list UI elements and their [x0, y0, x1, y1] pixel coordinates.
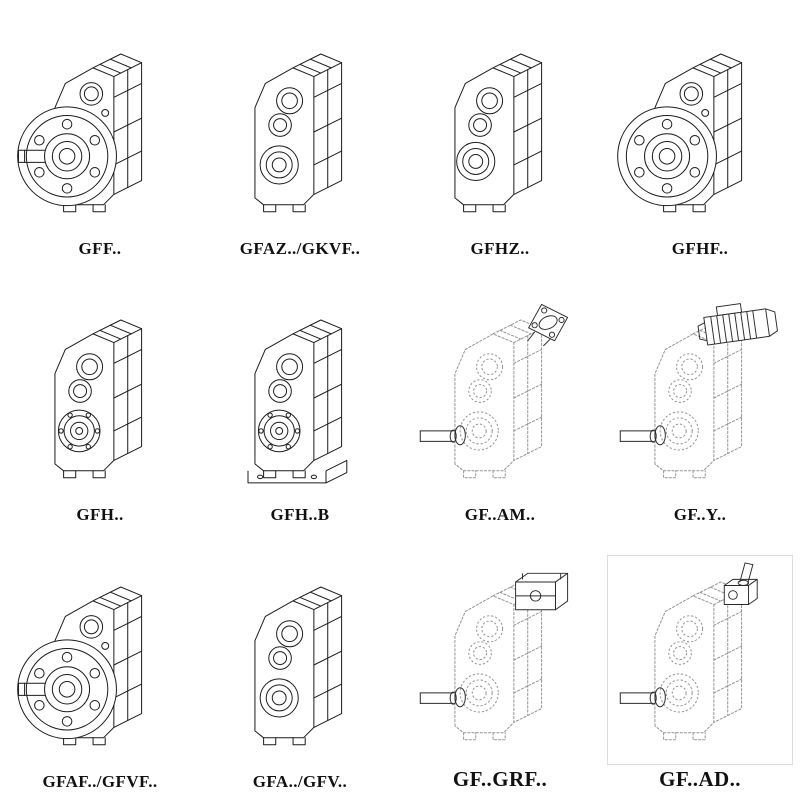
- catalog-cell: GFF..: [0, 0, 200, 267]
- input-bores-phantom: [468, 615, 504, 665]
- output-shaft: [619, 687, 666, 708]
- drawing-wrap: [208, 561, 392, 769]
- model-label: GFH..: [76, 505, 124, 525]
- model-label: GF..GRF..: [452, 766, 548, 791]
- output-flange: [17, 106, 117, 206]
- drawing-wrap: [208, 28, 392, 236]
- gearbox-hollow-shaft-drawing: [454, 53, 543, 212]
- drawing-wrap: [608, 294, 792, 502]
- output-bearing: [57, 409, 101, 453]
- gearbox-housing: [54, 319, 143, 479]
- output-shaft: [419, 425, 466, 446]
- input-bores: [268, 353, 304, 404]
- electric-motor: [695, 298, 779, 347]
- catalog-cell: GFAF../GFVF..: [0, 533, 200, 800]
- gearbox-output-flange-drawing: [617, 53, 743, 212]
- gearbox-housing: [254, 319, 343, 479]
- input-bores: [68, 353, 104, 404]
- mounting-foot: [247, 460, 348, 484]
- drawing-wrap: [8, 561, 192, 769]
- model-label: GFAZ../GKVF..: [239, 238, 361, 258]
- input-bores-phantom: [668, 353, 704, 404]
- model-label: GF..Y..: [673, 505, 727, 525]
- input-bores: [268, 620, 304, 670]
- gearbox-housing-phantom: [454, 319, 543, 479]
- hollow-output-bore: [259, 678, 299, 718]
- input-bores-phantom: [668, 615, 704, 665]
- model-label: GFAF../GFVF..: [42, 771, 158, 791]
- catalog-cell: GF..GRF..: [400, 533, 600, 800]
- catalog-cell: GF..AM..: [400, 267, 600, 534]
- drawing-wrap: [607, 554, 793, 765]
- hollow-output-bore: [456, 141, 496, 181]
- model-label: GFA../GFV..: [252, 771, 348, 791]
- gearbox-iec-adapter-flange-drawing: [419, 304, 569, 479]
- drawing-wrap: [208, 294, 392, 502]
- input-bores: [468, 86, 504, 137]
- catalog-cell: GFHF..: [600, 0, 800, 267]
- output-flange: [617, 106, 717, 206]
- model-label: GFH..B: [270, 505, 330, 525]
- input-shaft-adapter: [723, 562, 758, 605]
- gearbox-housing: [254, 586, 343, 746]
- model-label: GFF..: [78, 238, 122, 258]
- drawing-wrap: [408, 294, 592, 502]
- gearbox-bearing-face-drawing: [54, 319, 143, 479]
- gearbox-foot-mounted-drawing: [247, 319, 348, 484]
- input-bores: [268, 86, 304, 137]
- gearbox-adapter-block-drawing: [419, 572, 569, 741]
- output-bore-phantom: [459, 411, 499, 451]
- output-bore-phantom: [459, 673, 499, 713]
- model-label: GF..AM..: [464, 505, 536, 525]
- output-bearing: [257, 409, 301, 453]
- drawing-wrap: [408, 556, 592, 764]
- output-bore-phantom: [659, 411, 699, 451]
- model-label: GFHF..: [671, 238, 729, 258]
- input-bores-phantom: [468, 353, 504, 404]
- gearbox-housing-phantom: [654, 319, 743, 479]
- catalog-cell: GFHZ..: [400, 0, 600, 267]
- gearbox-output-flange-shaft-drawing: [17, 586, 143, 746]
- output-shaft: [619, 425, 666, 446]
- catalog-cell: GFAZ../GKVF..: [200, 0, 400, 267]
- iec-adapter-flange: [527, 304, 569, 347]
- catalog-cell: GF..AD..: [600, 533, 800, 800]
- drawing-wrap: [8, 28, 192, 236]
- drawing-wrap: [8, 294, 192, 502]
- output-bore-phantom: [659, 673, 699, 713]
- gearbox-housing-phantom: [654, 581, 743, 741]
- adapter-block: [515, 572, 569, 611]
- gearbox-hollow-shaft-drawing: [254, 586, 343, 746]
- hollow-output-bore: [259, 145, 299, 185]
- gearbox-housing: [454, 53, 543, 212]
- gearbox-input-shaft-adapter-drawing: [619, 562, 758, 741]
- catalog-cell: GF..Y..: [600, 267, 800, 534]
- catalog-cell: GFH..: [0, 267, 200, 534]
- gearbox-housing: [254, 53, 343, 212]
- drawing-wrap: [408, 28, 592, 236]
- output-shaft: [419, 687, 466, 708]
- catalog-cell: GFA../GFV..: [200, 533, 400, 800]
- output-flange: [17, 639, 117, 740]
- drawing-wrap: [608, 28, 792, 236]
- gearbox-output-flange-shaft-drawing: [17, 53, 143, 212]
- gearbox-with-motor-drawing: [619, 298, 779, 479]
- gearbox-hollow-shaft-drawing: [254, 53, 343, 212]
- catalog-cell: GFH..B: [200, 267, 400, 534]
- model-label: GF..AD..: [659, 766, 741, 791]
- model-label: GFHZ..: [470, 238, 530, 258]
